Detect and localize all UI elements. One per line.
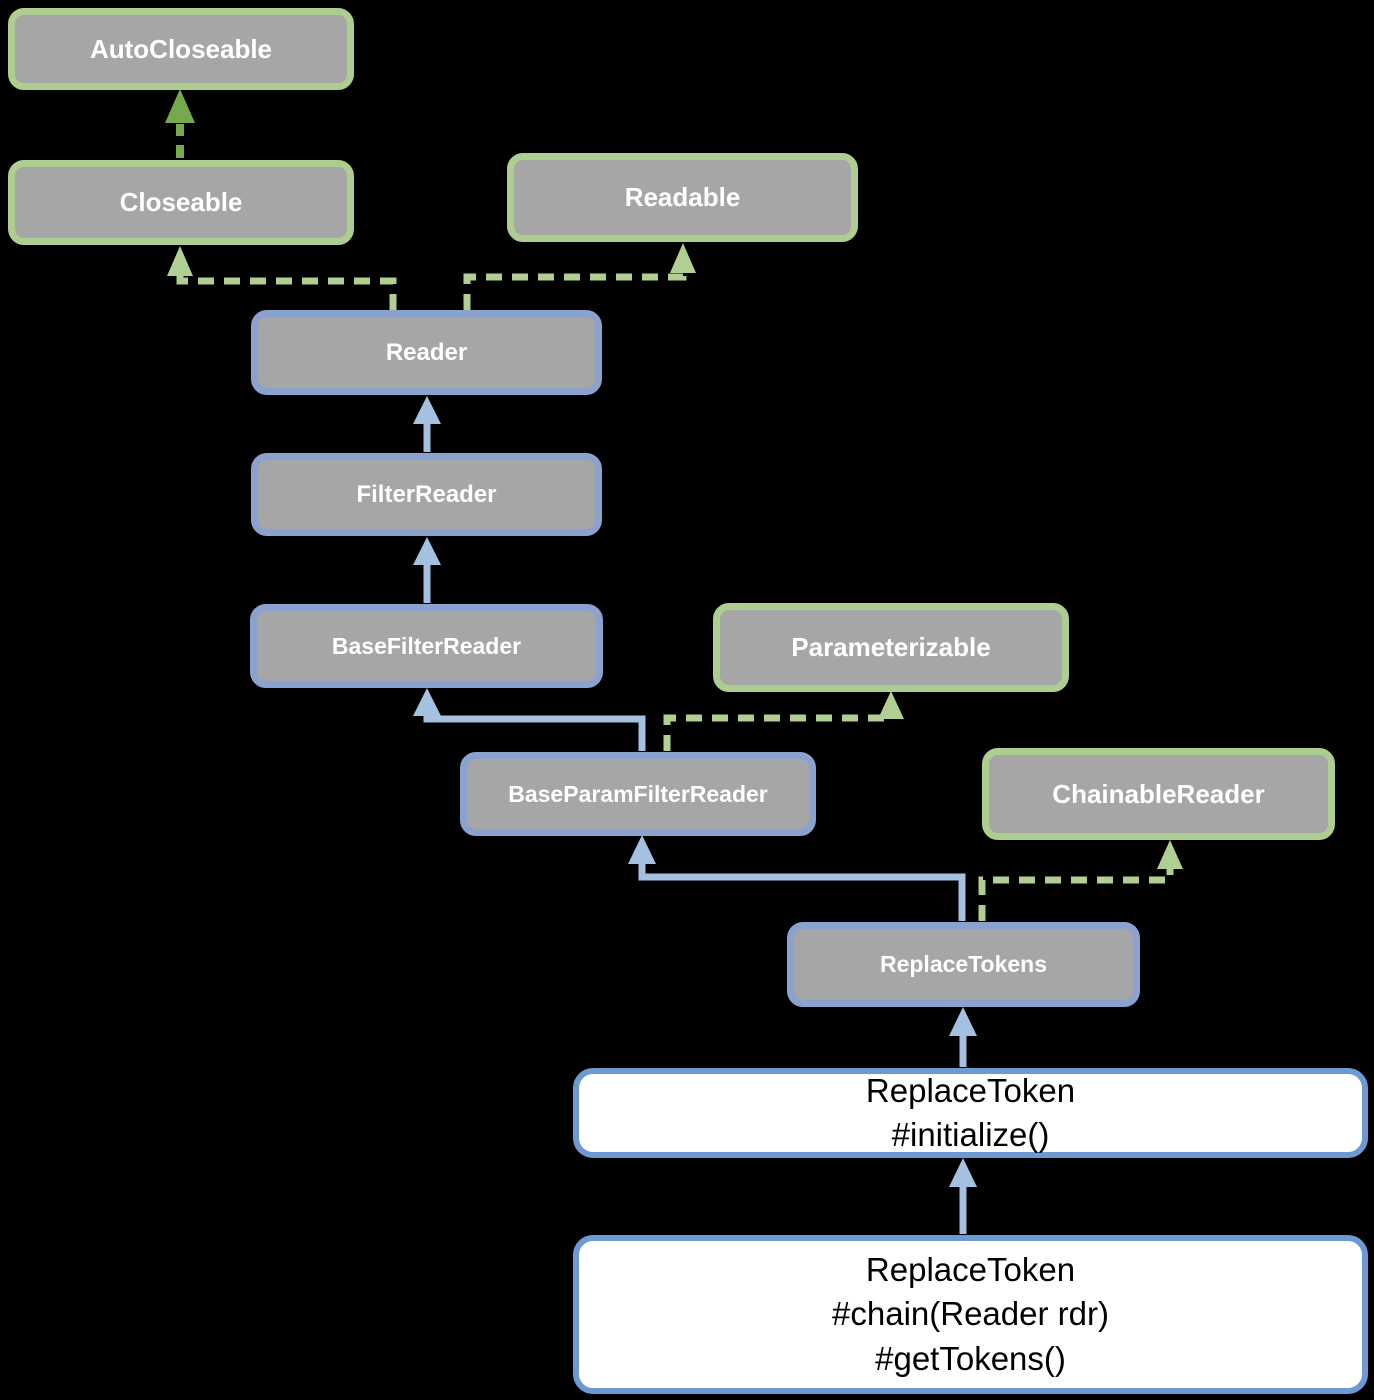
- node-autocloseable: AutoCloseable: [8, 8, 354, 90]
- edge-baseparamfilterreader-parameterizable: [663, 691, 904, 751]
- node-label: Parameterizable: [791, 632, 991, 662]
- node-chainablereader: ChainableReader: [982, 748, 1335, 840]
- node-replacetoken-initialize: ReplaceToken #initialize(): [573, 1068, 1368, 1158]
- node-label-line: ReplaceToken: [865, 1071, 1076, 1109]
- edge-filterreader-reader: [413, 396, 441, 452]
- node-readable: Readable: [507, 153, 858, 242]
- node-label: BaseFilterReader: [331, 632, 522, 659]
- node-label-line: ReplaceToken: [865, 1251, 1076, 1289]
- edge-reader-closeable: [167, 246, 397, 310]
- edge-replacetokens-chainablereader: [978, 840, 1183, 921]
- node-replacetokens: ReplaceTokens: [787, 922, 1140, 1007]
- edge-baseparamfilterreader-basefilterreader: [413, 688, 646, 751]
- node-basefilterreader: BaseFilterReader: [250, 604, 603, 688]
- edge-replacetoken-init-replacetokens: [949, 1007, 977, 1067]
- edge-basefilterreader-filterreader: [413, 537, 441, 603]
- node-label: AutoCloseable: [89, 33, 273, 64]
- node-label-line: #chain(Reader rdr): [832, 1295, 1109, 1333]
- node-label-line: #getTokens(): [875, 1339, 1066, 1377]
- node-label: ChainableReader: [1052, 778, 1265, 809]
- node-filterreader: FilterReader: [251, 453, 602, 536]
- edge-replacetokens-baseparamfilterreader: [628, 835, 966, 921]
- node-label: ReplaceTokens: [879, 951, 1048, 977]
- edge-replacetoken-chain-init: [949, 1158, 977, 1234]
- node-baseparamfilterreader: BaseParamFilterReader: [460, 752, 816, 836]
- node-label: Reader: [385, 338, 468, 366]
- edge-reader-readable: [463, 243, 696, 310]
- node-label: Readable: [624, 182, 741, 212]
- node-label-line: #initialize(): [891, 1116, 1050, 1153]
- edge-closeable-autocloseable: [165, 89, 195, 158]
- node-closeable: Closeable: [8, 160, 354, 245]
- node-label: BaseParamFilterReader: [508, 780, 768, 807]
- node-replacetoken-chain: ReplaceToken #chain(Reader rdr) #getToke…: [573, 1235, 1368, 1394]
- node-parameterizable: Parameterizable: [713, 603, 1069, 692]
- node-label: FilterReader: [356, 480, 497, 508]
- node-reader: Reader: [251, 310, 602, 395]
- node-label: Closeable: [119, 187, 243, 217]
